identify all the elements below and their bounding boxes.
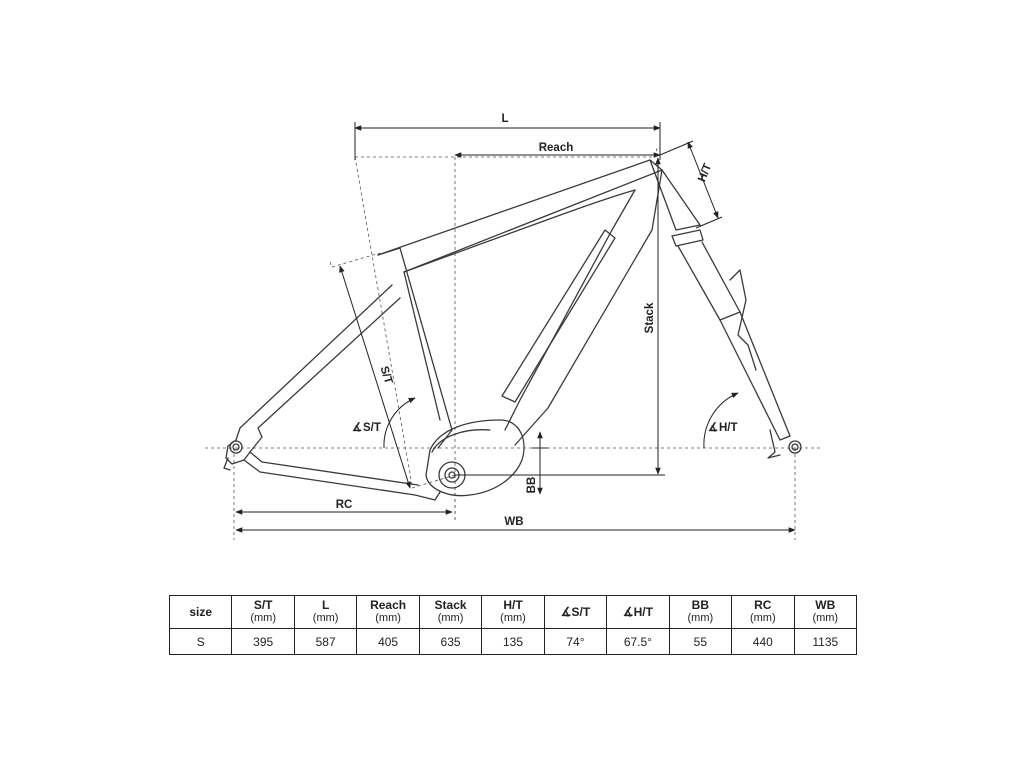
label-bb: BB (526, 477, 538, 494)
angle-symbol-ht: ∡ (708, 421, 718, 434)
cell-reach: 405 (356, 628, 420, 655)
cell-wb: 1135 (793, 628, 858, 655)
header-unit: (mm) (250, 612, 276, 624)
header-name: Reach (370, 598, 407, 612)
table-row: S 395 587 405 635 135 74° 67.5° 55 440 1… (168, 628, 858, 655)
header-name: ∡S/T (560, 604, 591, 619)
header-size: size (168, 595, 233, 629)
label-ht-angle: ∡ H/T (708, 421, 738, 434)
label-st: S/T (378, 365, 395, 386)
label-ht: H/T (696, 162, 714, 184)
header-st: S/T(mm) (231, 595, 295, 629)
header-st-angle: ∡S/T (543, 595, 608, 629)
guide-lines (205, 147, 820, 540)
label-stack: Stack (644, 302, 656, 333)
geometry-table: size S/T(mm) L(mm) Reach(mm) Stack(mm) H… (168, 595, 858, 655)
cell-stack: 635 (418, 628, 483, 655)
angle-symbol-st: ∡ (352, 421, 362, 434)
header-unit: (mm) (500, 612, 526, 624)
header-name: L (321, 598, 330, 612)
header-ht-angle: ∡H/T (606, 595, 670, 629)
bike-geometry-diagram: L Reach H/T Stack S/T ∡ S/T ∡ H/T BB RC … (205, 113, 820, 540)
table-header-row: size S/T(mm) L(mm) Reach(mm) Stack(mm) H… (168, 595, 858, 629)
header-name: H/T (503, 598, 523, 612)
header-name: size (189, 604, 213, 619)
header-name: S/T (253, 598, 273, 612)
header-name: RC (754, 598, 772, 612)
cell-st: 395 (231, 628, 295, 655)
label-st-angle-text: S/T (363, 422, 381, 434)
header-wb: WB(mm) (793, 595, 858, 629)
label-ht-angle-text: H/T (719, 422, 738, 434)
label-wb: WB (504, 516, 523, 528)
bike-frame (223, 159, 802, 501)
header-unit: (mm) (687, 612, 714, 624)
label-rc: RC (336, 499, 353, 511)
label-st-angle: ∡ S/T (352, 421, 381, 434)
header-unit: (mm) (312, 612, 339, 624)
header-ht: H/T(mm) (481, 595, 545, 629)
label-l: L (501, 113, 508, 125)
header-reach: Reach(mm) (356, 595, 420, 629)
header-name: ∡H/T (622, 604, 653, 619)
dimension-lines (235, 122, 796, 533)
cell-st-angle: 74° (543, 628, 608, 655)
header-bb: BB(mm) (668, 595, 733, 629)
cell-ht: 135 (481, 628, 545, 655)
header-unit: (mm) (375, 612, 401, 624)
header-unit: (mm) (437, 612, 464, 624)
cell-size: S (168, 628, 233, 655)
cell-ht-angle: 67.5° (606, 628, 670, 655)
cell-l: 587 (293, 628, 358, 655)
header-stack: Stack(mm) (418, 595, 483, 629)
header-unit: (mm) (812, 612, 839, 624)
header-rc: RC(mm) (731, 595, 795, 629)
cell-rc: 440 (731, 628, 795, 655)
header-unit: (mm) (749, 612, 776, 624)
header-name: WB (815, 598, 836, 612)
header-name: BB (691, 598, 710, 612)
cell-bb: 55 (668, 628, 733, 655)
label-reach: Reach (539, 142, 574, 154)
header-name: Stack (434, 598, 467, 612)
header-l: L(mm) (293, 595, 358, 629)
